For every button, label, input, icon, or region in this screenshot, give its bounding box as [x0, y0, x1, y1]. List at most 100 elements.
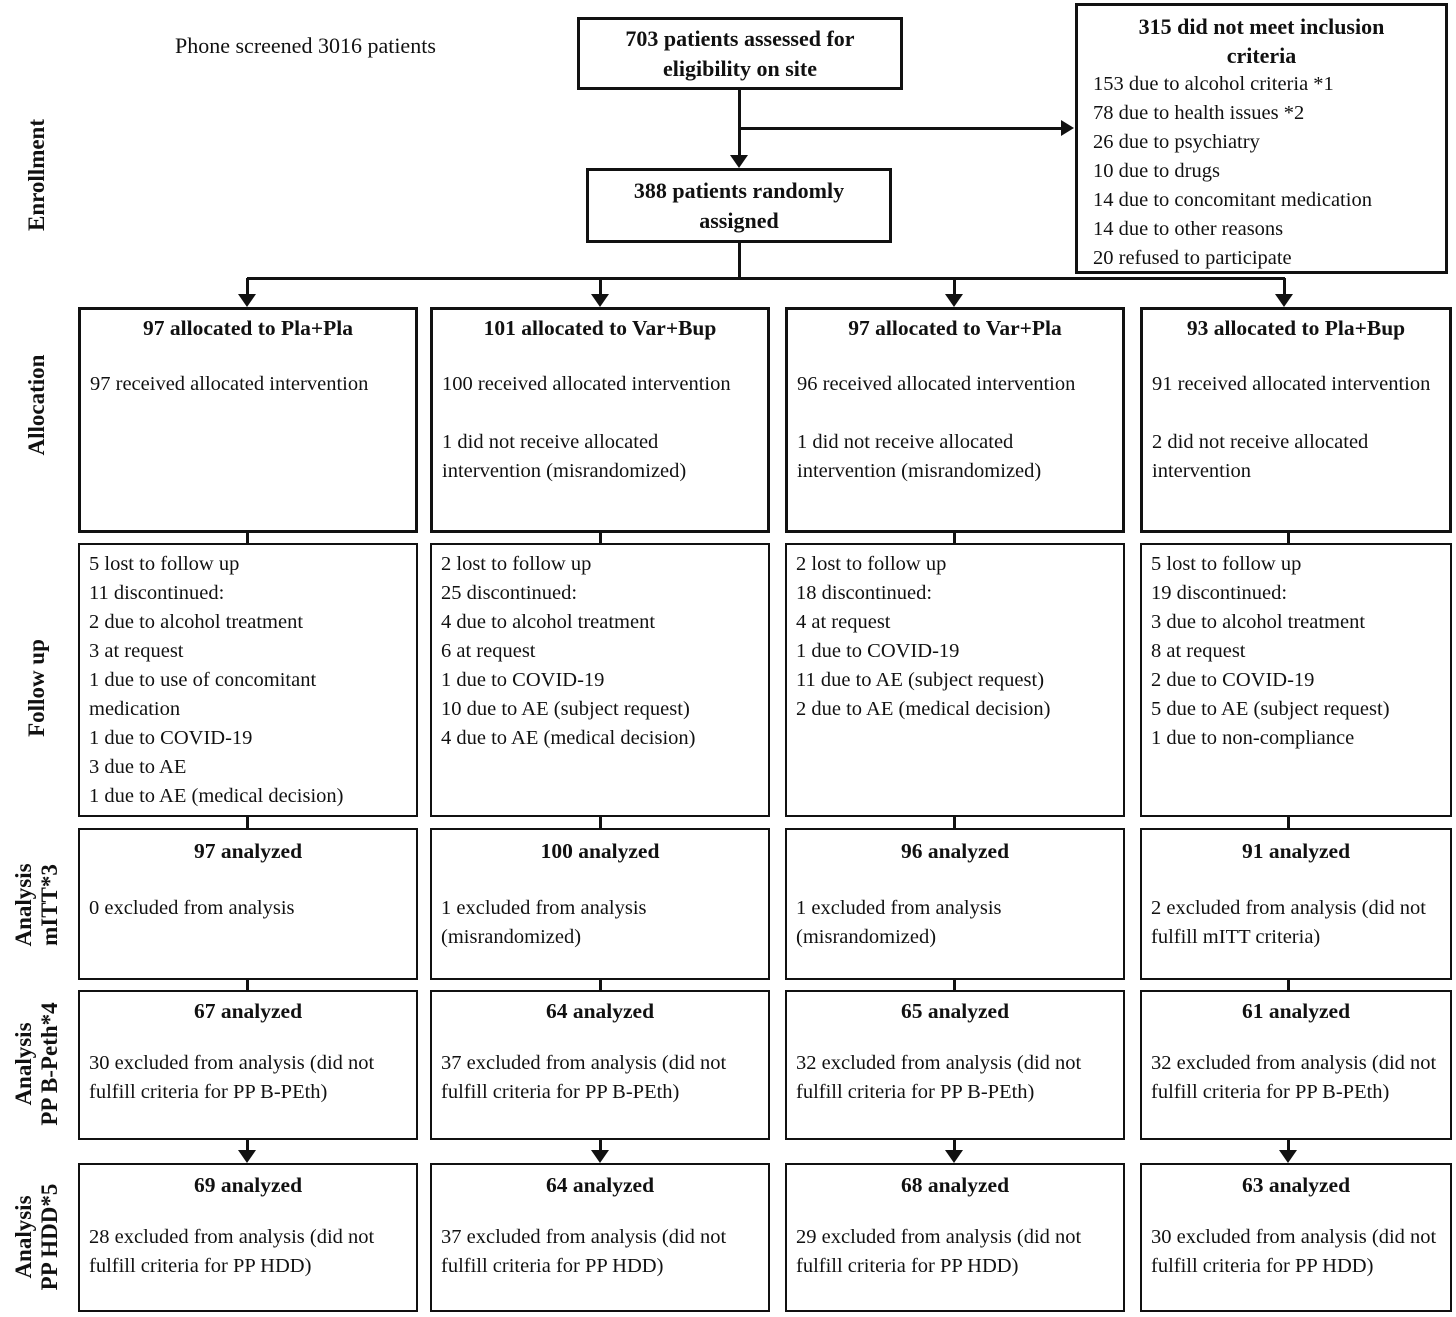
- followup-item: 1 due to AE (medical decision): [89, 785, 344, 807]
- connector-col3: [953, 1140, 956, 1152]
- mitt-body: 1 excluded from analysis (misrandomized): [796, 897, 1002, 948]
- excluded-item: 78 due to health issues *2: [1093, 102, 1305, 124]
- hdd-body: 30 excluded from analysis (did not fulfi…: [1151, 1226, 1437, 1277]
- stage-label-text: Analysis: [11, 863, 36, 947]
- followup-item: 1 due to COVID-19: [441, 669, 605, 691]
- connector-col4: [1287, 817, 1290, 829]
- stage-label-text: mITT*3: [37, 864, 62, 946]
- mitt-title: 97 analyzed: [193, 839, 303, 863]
- box-followup-col2: 2 lost to follow up 25 discontinued: 4 d…: [430, 543, 770, 817]
- connector-col2: [599, 533, 602, 544]
- followup-item: 1 due to COVID-19: [796, 640, 960, 662]
- box-hdd-col2: 64 analyzed 37 excluded from analysis (d…: [430, 1163, 770, 1312]
- followup-item: 2 due to alcohol treatment: [89, 611, 304, 633]
- connector-col2: [599, 1140, 602, 1152]
- box-mitt-col2: 100 analyzed 1 excluded from analysis (m…: [430, 828, 770, 980]
- box-bpeth-col4: 61 analyzed 32 excluded from analysis (d…: [1140, 990, 1452, 1140]
- excluded-item: 10 due to drugs: [1093, 160, 1220, 182]
- followup-item: 4 due to AE (medical decision): [441, 727, 696, 749]
- box-not-meeting-inclusion: 315 did not meet inclusion criteria 153 …: [1075, 3, 1448, 274]
- followup-item: 1 due to non-compliance: [1151, 727, 1355, 749]
- connector-split-col3: [953, 278, 956, 297]
- allocation-title: 97 allocated to Var+Pla: [848, 316, 1062, 340]
- box-followup-col1: 5 lost to follow up 11 discontinued: 2 d…: [78, 543, 418, 817]
- box-followup-col3: 2 lost to follow up 18 discontinued: 4 a…: [785, 543, 1125, 817]
- followup-item: 18 discontinued:: [796, 582, 933, 604]
- stage-label-text: Allocation: [24, 354, 49, 456]
- connector-col4: [1287, 1140, 1290, 1152]
- allocation-not-received: 1 did not receive allocated intervention…: [797, 431, 1042, 482]
- arrowhead-hdd-col3: [945, 1150, 963, 1163]
- split-line: [247, 277, 1285, 280]
- arrowhead-hdd-col1: [238, 1150, 256, 1163]
- box-followup-col4: 5 lost to follow up 19 discontinued: 3 d…: [1140, 543, 1452, 817]
- box-bpeth-col1: 67 analyzed 30 excluded from analysis (d…: [78, 990, 418, 1140]
- arrowhead-hdd-col2: [591, 1150, 609, 1163]
- followup-item: 1 due to use of concomitant medication: [89, 669, 317, 720]
- connector-col3: [953, 533, 956, 544]
- stage-label-allocation: Allocation: [24, 355, 50, 456]
- hdd-body: 37 excluded from analysis (did not fulfi…: [441, 1226, 727, 1277]
- box-randomly-assigned: 388 patients randomly assigned: [586, 168, 892, 243]
- followup-item: 1 due to COVID-19: [89, 727, 253, 749]
- stage-label-text: Analysis: [11, 1022, 36, 1106]
- arrowhead-alloc-col3: [945, 294, 963, 307]
- followup-item: 5 due to AE (subject request): [1151, 698, 1390, 720]
- allocation-title: 93 allocated to Pla+Bup: [1186, 316, 1406, 340]
- box-mitt-col3: 96 analyzed 1 excluded from analysis (mi…: [785, 828, 1125, 980]
- bpeth-title: 67 analyzed: [193, 999, 303, 1023]
- connector-col3: [953, 980, 956, 990]
- followup-item: 10 due to AE (subject request): [441, 698, 690, 720]
- followup-item: 8 at request: [1151, 640, 1246, 662]
- connector-col4: [1287, 980, 1290, 990]
- followup-item: 4 at request: [796, 611, 891, 633]
- bpeth-title: 64 analyzed: [545, 999, 655, 1023]
- arrowhead-alloc-col1: [238, 294, 256, 307]
- box-assessed-eligibility: 703 patients assessed for eligibility on…: [577, 17, 903, 90]
- mitt-title: 91 analyzed: [1241, 839, 1351, 863]
- bpeth-body: 37 excluded from analysis (did not fulfi…: [441, 1052, 727, 1103]
- arrowhead-alloc-col2: [591, 294, 609, 307]
- hdd-title: 68 analyzed: [900, 1173, 1010, 1197]
- allocation-title: 97 allocated to Pla+Pla: [143, 316, 353, 340]
- hdd-title: 63 analyzed: [1241, 1173, 1351, 1197]
- box-mitt-col1: 97 analyzed 0 excluded from analysis: [78, 828, 418, 980]
- followup-item: 2 due to COVID-19: [1151, 669, 1315, 691]
- connector-col1: [246, 980, 249, 990]
- connector-col1: [246, 817, 249, 829]
- box-mitt-col4: 91 analyzed 2 excluded from analysis (di…: [1140, 828, 1452, 980]
- box-hdd-col3: 68 analyzed 29 excluded from analysis (d…: [785, 1163, 1125, 1312]
- mitt-body: 2 excluded from analysis (did not fulfil…: [1151, 897, 1426, 948]
- box-bpeth-col2: 64 analyzed 37 excluded from analysis (d…: [430, 990, 770, 1140]
- excluded-title: 315 did not meet inclusion criteria: [1138, 14, 1385, 68]
- stage-label-text: Enrollment: [24, 118, 49, 232]
- mitt-body: 0 excluded from analysis: [89, 897, 295, 919]
- stage-label-text: Analysis: [11, 1195, 36, 1279]
- connector-col1: [246, 1140, 249, 1152]
- stage-label-analysis-mitt: Analysis mITT*3: [11, 863, 63, 946]
- mitt-title: 96 analyzed: [900, 839, 1010, 863]
- followup-item: 5 lost to follow up: [1151, 553, 1302, 575]
- connector-col2: [599, 817, 602, 829]
- box-bpeth-col3: 65 analyzed 32 excluded from analysis (d…: [785, 990, 1125, 1140]
- excluded-item: 26 due to psychiatry: [1093, 131, 1260, 153]
- hdd-title: 69 analyzed: [193, 1173, 303, 1197]
- followup-item: 4 due to alcohol treatment: [441, 611, 656, 633]
- connector-split-col2: [599, 278, 602, 297]
- allocation-received: 97 received allocated intervention: [90, 373, 369, 395]
- stage-label-enrollment: Enrollment: [24, 119, 50, 231]
- box-allocation-col1: 97 allocated to Pla+Pla 97 received allo…: [78, 307, 418, 533]
- stage-label-text: PP HDD*5: [37, 1183, 62, 1291]
- connector-col4: [1287, 533, 1290, 544]
- allocation-not-received: 2 did not receive allocated intervention: [1152, 431, 1369, 482]
- bpeth-title: 65 analyzed: [900, 999, 1010, 1023]
- connector-col2: [599, 980, 602, 990]
- bpeth-body: 32 excluded from analysis (did not fulfi…: [796, 1052, 1082, 1103]
- connector-col3: [953, 817, 956, 829]
- followup-item: 2 lost to follow up: [796, 553, 947, 575]
- allocation-title: 101 allocated to Var+Bup: [483, 316, 717, 340]
- stage-label-text: Follow up: [24, 639, 49, 737]
- box-allocation-col4: 93 allocated to Pla+Bup 91 received allo…: [1140, 307, 1452, 533]
- hdd-body: 28 excluded from analysis (did not fulfi…: [89, 1226, 375, 1277]
- connector-split-col4: [1283, 278, 1286, 297]
